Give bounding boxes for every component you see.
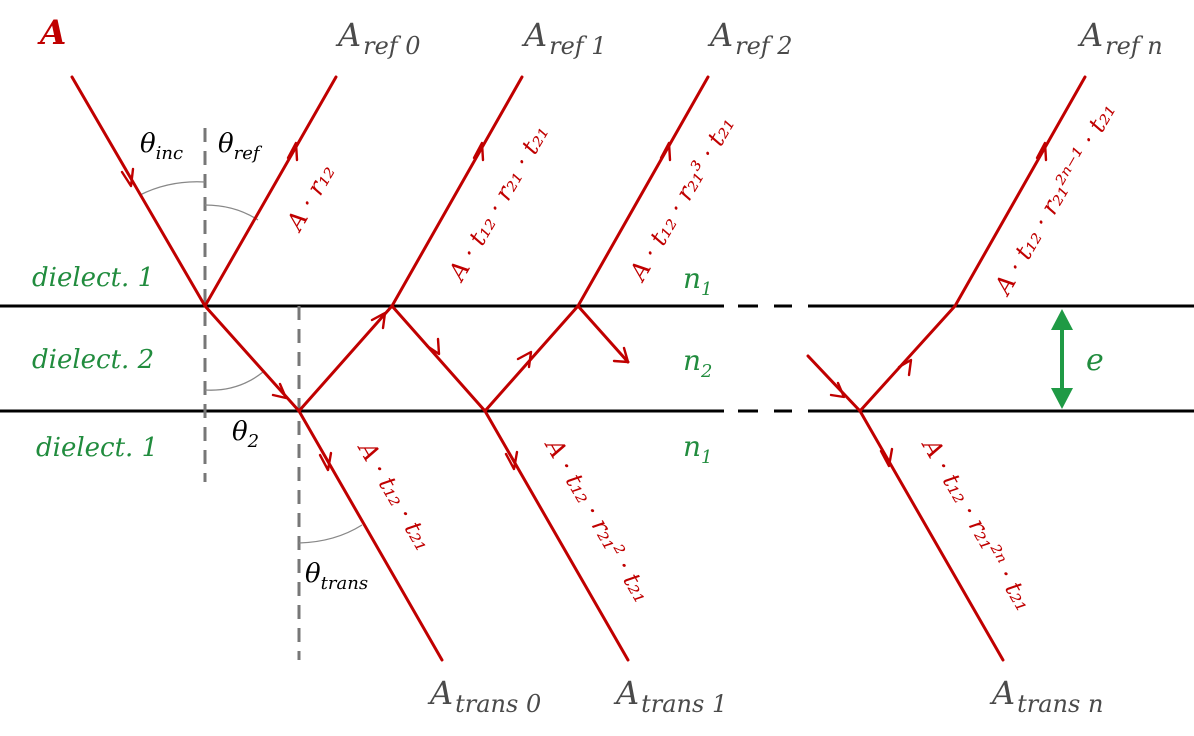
arrowhead-internal-up-1 <box>370 311 387 330</box>
internal-beam-down-2 <box>390 304 487 413</box>
angle-label-transmission: θtrans <box>305 559 368 594</box>
output-label-trans1: Atrans 1 <box>613 674 727 718</box>
transmitted-beam-n <box>858 409 1005 662</box>
arrowhead-internal-down-n <box>829 381 846 399</box>
amplitude-label-ref1: A · t₁₂ · r₂₁ · t₂₁ <box>442 120 554 287</box>
output-label-transn: Atrans n <box>989 674 1103 718</box>
output-label-refn: Aref n <box>1077 16 1163 60</box>
transmitted-beam-1 <box>483 409 630 662</box>
thickness-arrow <box>1051 309 1073 409</box>
output-label-ref1: Aref 1 <box>521 16 607 60</box>
arrowhead-refn <box>1035 141 1048 162</box>
thickness-arrow-head-bottom <box>1051 388 1073 409</box>
amplitude-label-trans1: A · t₁₂ · r₂₁² · t₂₁ <box>539 432 656 607</box>
index-label-bottom: n1 <box>683 430 713 468</box>
amplitude-label-trans0: A · t₁₂ · t₂₁ <box>352 435 438 555</box>
incident-amplitude-label: A <box>37 13 66 53</box>
angle-label-incidence: θinc <box>140 129 183 164</box>
arrowhead-ref2 <box>659 141 672 162</box>
thickness-label: e <box>1086 343 1104 378</box>
thickness-arrow-head-top <box>1051 309 1073 330</box>
internal-beam-up-2 <box>483 304 580 413</box>
arrowhead-internal-down-3 <box>612 346 630 364</box>
arrowhead-incident <box>120 167 135 188</box>
output-label-ref2: Aref 2 <box>707 16 793 60</box>
internal-beam-up-n <box>858 304 957 413</box>
beam-arrowheads <box>120 141 1048 472</box>
arrowhead-trans1 <box>504 450 519 471</box>
reflected-beam-n <box>953 75 1087 308</box>
transmitted-beam-0 <box>297 409 444 662</box>
arrowhead-ref1 <box>472 141 485 162</box>
medium-label-middle: dielect. 2 <box>32 345 154 375</box>
arrowhead-refracted <box>271 382 288 400</box>
angle-arc-reflection <box>204 204 259 221</box>
reflected-beam-1 <box>390 75 524 308</box>
angle-arc-transmission <box>298 524 363 544</box>
reflected-beam-0 <box>203 75 338 308</box>
angle-arc-incidence <box>139 181 206 196</box>
amplitude-label-r12: A · r₁₂ <box>280 160 341 237</box>
internal-beam-down-n <box>806 354 862 413</box>
angle-arc-refraction <box>204 371 264 391</box>
incident-beam <box>70 75 207 308</box>
arrowhead-trans0 <box>318 451 333 472</box>
arrowhead-internal-up-n <box>897 358 913 377</box>
index-label-top: n1 <box>683 262 713 300</box>
light-beams <box>70 75 1087 662</box>
internal-beam-up-1 <box>297 304 394 413</box>
medium-label-bottom: dielect. 1 <box>36 433 158 463</box>
angle-label-reflection: θref <box>218 129 263 164</box>
amplitude-label-ref2: A · t₁₂ · r₂₁³ · t₂₁ <box>623 112 740 287</box>
arrowhead-internal-up-2 <box>516 350 533 369</box>
index-label-middle: n2 <box>683 344 713 382</box>
arrowhead-internal-down-2 <box>425 337 441 356</box>
interfaces <box>0 304 1194 413</box>
arrowhead-transn <box>879 447 894 468</box>
arrowhead-ref0 <box>286 141 299 162</box>
reflected-beam-2 <box>576 75 710 308</box>
amplitude-label-transn: A · t₁₂ · r₂₁²ⁿ · t₂₁ <box>916 432 1038 616</box>
output-label-trans0: Atrans 0 <box>427 674 541 718</box>
medium-label-top: dielect. 1 <box>32 263 154 293</box>
internal-beam-down-3 <box>576 304 630 364</box>
angle-label-refraction: θ2 <box>232 417 259 452</box>
output-label-ref0: Aref 0 <box>335 16 421 60</box>
